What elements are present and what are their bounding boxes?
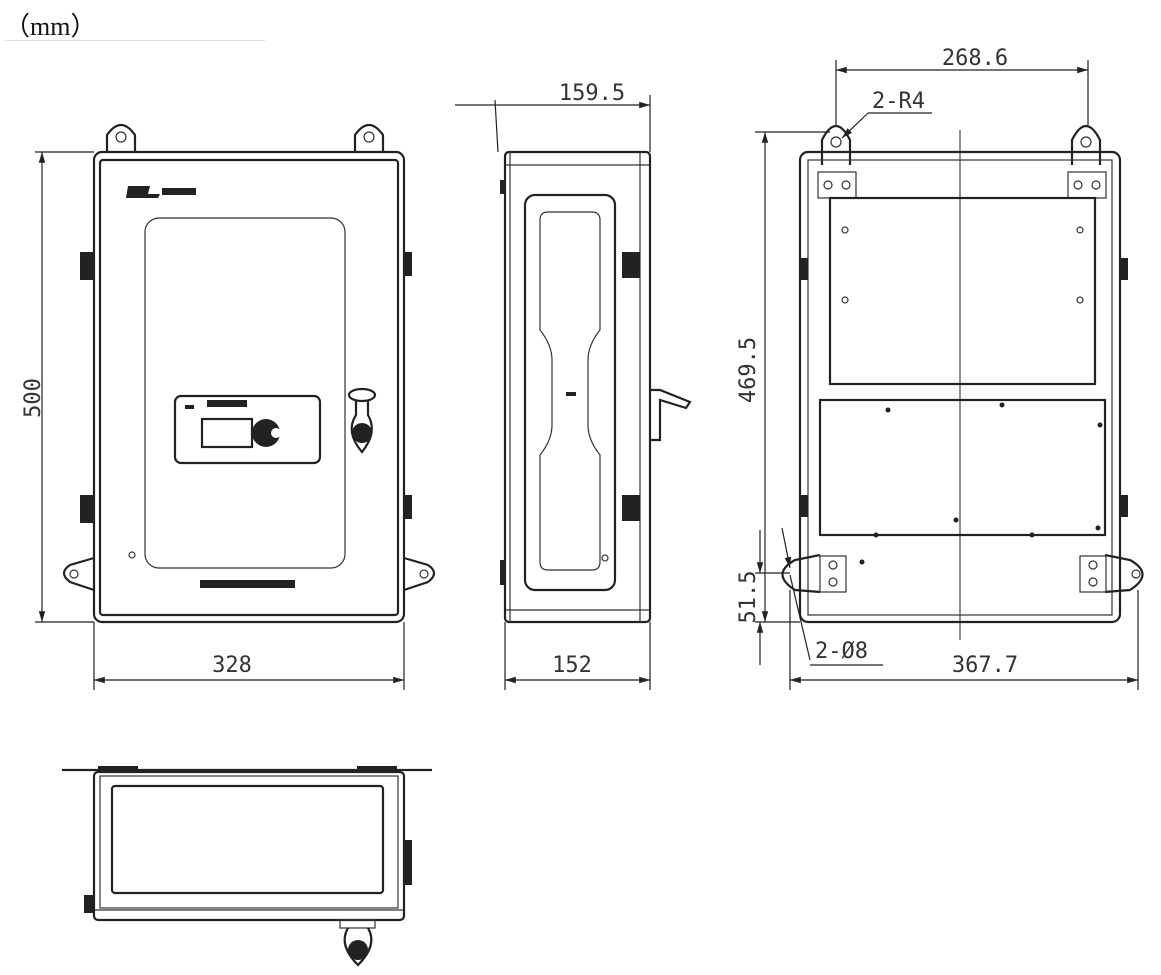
dim-depth-159-5: 159.5 [559, 81, 625, 106]
hanging-ear-right [353, 123, 385, 152]
lower-mounting-plate [818, 398, 1107, 537]
hinge-bottom [80, 495, 94, 523]
upper-mounting-plate [828, 196, 1097, 386]
side-lock-handle [650, 388, 692, 442]
back-bottom-ear-right [1104, 553, 1144, 594]
display-screen [200, 417, 254, 449]
nameplate [200, 580, 295, 588]
side-view: 159.5 152 [455, 81, 692, 690]
note-hole-diameter: 2-Ø8 [815, 639, 868, 664]
dim-overall-width: 367.7 [952, 653, 1018, 678]
dim-bottom-ear-offset: 51.5 [736, 571, 761, 624]
back-bottom-ear-left [781, 553, 821, 594]
lock [347, 387, 377, 403]
bottom-ear-left [62, 556, 95, 592]
back-ear-left [820, 124, 852, 165]
viewing-window [144, 217, 346, 569]
front-view: 500 328 [21, 123, 436, 690]
dim-width-328: 328 [212, 653, 252, 678]
keypad [252, 419, 280, 447]
back-view: 268.6 2-R4 469.5 51.5 2-Ø8 367.7 [736, 46, 1144, 690]
divider [5, 40, 265, 41]
unit-label: （mm） [4, 12, 97, 41]
dim-depth-152: 152 [552, 653, 592, 678]
back-ear-right [1070, 124, 1102, 165]
hinge-top [80, 252, 94, 280]
logo [126, 186, 160, 198]
control-panel [173, 394, 322, 465]
side-window [539, 211, 601, 571]
bottom-lock [339, 919, 376, 929]
bottom-outline [92, 770, 406, 922]
side-outline [503, 150, 652, 624]
bottom-view [62, 766, 432, 967]
dim-height-500: 500 [21, 378, 46, 418]
hanging-ear-left [105, 123, 137, 152]
dim-ear-spacing: 268.6 [942, 46, 1008, 71]
note-ear-radius: 2-R4 [872, 89, 925, 114]
bottom-ear-right [403, 556, 436, 592]
dim-ear-height: 469.5 [736, 337, 761, 403]
enclosure-outline [92, 150, 406, 624]
bottom-window [110, 784, 385, 895]
